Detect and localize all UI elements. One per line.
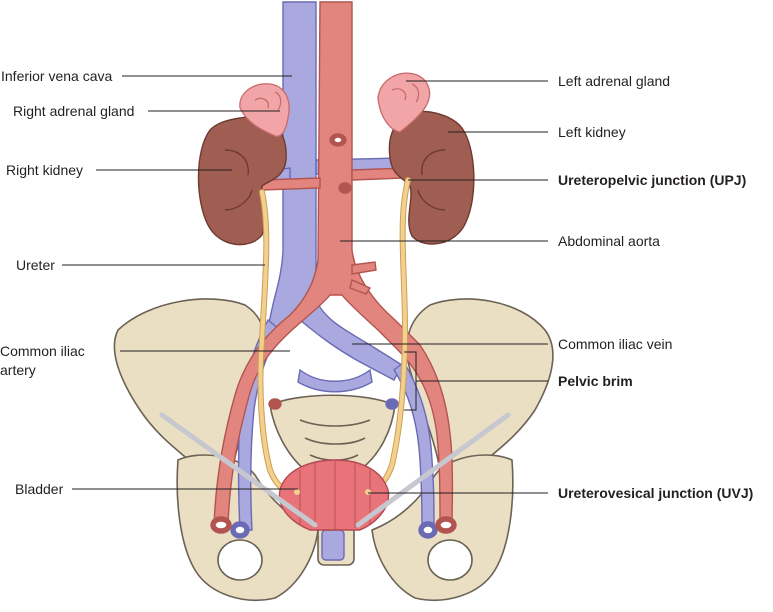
right-kidney-organ (197, 116, 287, 246)
label-uvj: Ureterovesical junction (UVJ) (558, 485, 753, 501)
label-inferior-vena-cava: Inferior vena cava (1, 68, 112, 84)
right-obturator-foramen (217, 539, 263, 581)
label-left-kidney: Left kidney (558, 124, 626, 140)
inferior-vena-cava (267, 1, 403, 381)
label-abdominal-aorta: Abdominal aorta (558, 233, 660, 249)
label-upj: Ureteropelvic junction (UPJ) (558, 172, 746, 188)
ureters (257, 177, 411, 495)
left-kidney-organ (388, 110, 475, 245)
label-common-iliac-artery-1: Common iliac (0, 343, 85, 359)
bladder-organ (278, 459, 390, 531)
leader-lines (62, 75, 548, 494)
label-pelvic-brim: Pelvic brim (558, 373, 633, 389)
label-common-iliac-artery-2: artery (0, 362, 36, 378)
abdominal-aorta-vessel (213, 1, 454, 526)
sacrum (269, 394, 396, 471)
label-right-adrenal-gland: Right adrenal gland (13, 103, 134, 119)
sacral-vein-crossing (297, 368, 373, 393)
median-vein (321, 529, 345, 561)
label-left-adrenal-gland: Left adrenal gland (558, 73, 670, 89)
labels: Inferior vena cava Right adrenal gland R… (0, 68, 753, 501)
left-obturator-foramen (427, 539, 473, 581)
inguinal-ligaments (159, 412, 511, 528)
label-ureter: Ureter (16, 257, 55, 273)
label-bladder: Bladder (15, 481, 64, 497)
kidneys (197, 110, 475, 246)
label-right-kidney: Right kidney (6, 162, 83, 178)
adrenals (239, 72, 431, 137)
right-adrenal-organ (239, 83, 290, 137)
label-common-iliac-vein: Common iliac vein (558, 336, 672, 352)
